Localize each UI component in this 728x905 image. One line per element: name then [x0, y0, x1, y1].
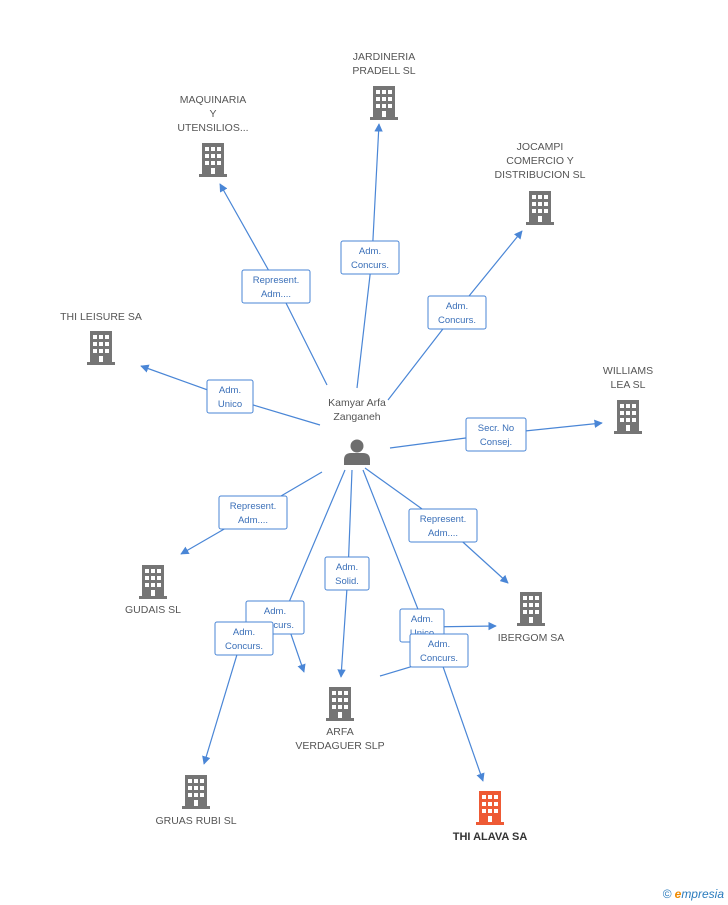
person-name: Kamyar Arfa — [328, 397, 386, 409]
e-jocampi-label[interactable]: Adm. Concurs. — [427, 295, 487, 330]
e-gudais-label-line: Adm.... — [238, 515, 268, 526]
e-gruas-label-line: Concurs. — [225, 641, 263, 652]
e-williams-label-box — [465, 417, 527, 452]
e-gudais-label[interactable]: Represent. Adm.... — [218, 495, 288, 530]
e-jocampi-label-line: Adm. — [446, 301, 468, 312]
e-arfa-concurs-label-line: Concurs. — [256, 620, 294, 631]
e-maquinaria-label[interactable]: Represent. Adm.... — [241, 269, 311, 304]
brand-name: mpresia — [681, 887, 724, 901]
e-maquinaria-label-box — [241, 269, 311, 304]
e-thialava-line — [379, 657, 485, 782]
e-thialava-label-line: Concurs. — [420, 653, 458, 664]
company-node-label: JARDINERIA — [353, 51, 415, 63]
person-name: Zanganeh — [333, 411, 380, 423]
e-gruas-line — [202, 637, 269, 765]
company-node-label: ARFA — [326, 726, 353, 738]
e-ibergom-label-box — [408, 508, 478, 543]
company-node-label: IBERGOM SA — [498, 632, 565, 644]
e-gruas-label-line: Adm. — [233, 627, 255, 638]
e-arfa-solid-label-box — [324, 556, 370, 591]
e-gruas-label[interactable]: Adm. Concurs. — [214, 621, 274, 656]
e-ibergom-label[interactable]: Represent. Adm.... — [408, 508, 478, 543]
company-node-label: GRUAS RUBI SL — [155, 815, 236, 827]
company-node-jocampi[interactable]: JOCAMPI COMERCIO Y DISTRIBUCION SL — [494, 141, 586, 225]
e-gudais-label-line: Represent. — [230, 501, 276, 512]
company-node-label: PRADELL SL — [352, 65, 415, 77]
e-arfa-solid-label[interactable]: Adm. Solid. — [324, 556, 370, 591]
company-node-label: Y — [209, 108, 216, 120]
e-jardineria-label-line: Concurs. — [351, 260, 389, 271]
e-unico-label-line: Adm. — [411, 614, 433, 625]
empresia-logo: ©empresia — [663, 887, 724, 901]
company-node-ibergom[interactable]: IBERGOM SA — [498, 592, 565, 644]
e-thileisure-label[interactable]: Adm. Unico — [206, 379, 254, 414]
person-icon — [344, 439, 370, 465]
company-node-williams[interactable]: WILLIAMS LEA SL — [603, 365, 653, 434]
e-unico-line — [362, 469, 497, 631]
building-icon — [139, 565, 167, 599]
e-ibergom-label-line: Adm.... — [428, 528, 458, 539]
e-jardineria-label[interactable]: Adm. Concurs. — [340, 240, 400, 275]
company-node-label: COMERCIO Y — [506, 155, 573, 167]
brand-initial: e — [674, 887, 682, 901]
e-gudais-label-box — [218, 495, 288, 530]
e-williams-label-line: Secr. No — [478, 423, 514, 434]
building-icon — [370, 86, 398, 120]
company-node-thileisure[interactable]: THI LEISURE SA — [60, 311, 142, 365]
company-node-label: THI ALAVA SA — [453, 831, 528, 843]
e-thialava-label[interactable]: Adm. Concurs. — [409, 633, 469, 668]
company-node-label: THI LEISURE SA — [60, 311, 142, 323]
company-node-jardineria[interactable]: JARDINERIA PRADELL SL — [352, 51, 416, 120]
building-icon — [526, 191, 554, 225]
e-thialava-label-line: Adm. — [428, 639, 450, 650]
e-thileisure-label-line: Adm. — [219, 385, 241, 396]
e-maquinaria-label-line: Adm.... — [261, 289, 291, 300]
company-node-label: UTENSILIOS... — [177, 122, 248, 134]
e-thialava-label-box — [409, 633, 469, 668]
e-williams-label[interactable]: Secr. No Consej. — [465, 417, 527, 452]
company-node-label: JOCAMPI — [517, 141, 564, 153]
building-icon — [326, 687, 354, 721]
e-arfa-solid-label-line: Adm. — [336, 562, 358, 573]
copyright-icon: © — [662, 887, 672, 901]
e-jocampi-label-box — [427, 295, 487, 330]
building-icon — [199, 143, 227, 177]
e-williams-label-line: Consej. — [480, 437, 512, 448]
building-icon — [517, 592, 545, 626]
company-node-thialava[interactable]: THI ALAVA SA — [453, 791, 528, 843]
company-node-arfa[interactable]: ARFA VERDAGUER SLP — [295, 687, 385, 752]
company-node-maquinaria[interactable]: MAQUINARIA Y UTENSILIOS... — [177, 94, 249, 177]
company-node-label: LEA SL — [610, 379, 645, 391]
e-gruas-label-box — [214, 621, 274, 656]
e-thileisure-label-line: Unico — [218, 399, 242, 410]
e-jardineria-label-box — [340, 240, 400, 275]
company-node-gruas[interactable]: GRUAS RUBI SL — [155, 775, 237, 827]
company-node-label: WILLIAMS — [603, 365, 653, 377]
e-jocampi-label-line: Concurs. — [438, 315, 476, 326]
e-arfa-concurs-label-line: Adm. — [264, 606, 286, 617]
company-node-label: MAQUINARIA — [180, 94, 247, 106]
company-node-label: DISTRIBUCION SL — [494, 169, 585, 181]
e-ibergom-label-line: Represent. — [420, 514, 466, 525]
e-jardineria-label-line: Adm. — [359, 246, 381, 257]
building-icon — [87, 331, 115, 365]
e-maquinaria-label-line: Represent. — [253, 275, 299, 286]
e-thileisure-label-box — [206, 379, 254, 414]
company-node-label: VERDAGUER SLP — [295, 740, 384, 752]
building-icon — [476, 791, 504, 825]
company-node-label: GUDAIS SL — [125, 604, 181, 616]
e-arfa-solid-label-line: Solid. — [335, 576, 359, 587]
building-icon — [614, 400, 642, 434]
building-icon — [182, 775, 210, 809]
company-node-gudais[interactable]: GUDAIS SL — [125, 565, 181, 616]
